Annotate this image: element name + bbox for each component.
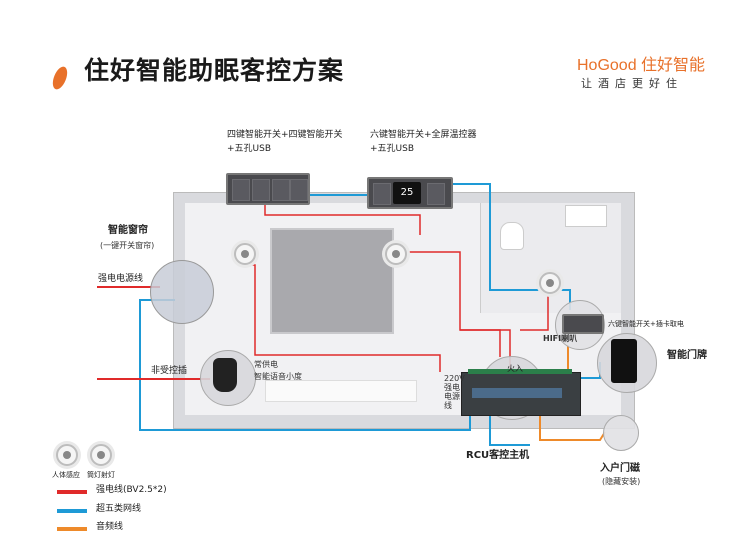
- page-title: 住好智能助眠客控方案: [84, 56, 345, 85]
- door-magnet-sublabel: (隐藏安装): [602, 477, 641, 486]
- door-magnet-label: 入户门磁: [600, 463, 640, 474]
- power-220v-label: 220V: [444, 374, 465, 383]
- speaker-label-2: 智能语音小度: [254, 372, 302, 381]
- legend-network-label: 超五类网线: [96, 504, 142, 514]
- legend-motion-sensor-icon: [56, 444, 78, 466]
- power-wire: [520, 284, 549, 331]
- switch-key: [252, 179, 270, 201]
- power-220v-label-2: 强电: [444, 383, 460, 392]
- brand-logo: HoGood 住好智能: [577, 57, 706, 74]
- legend-power-label: 强电线(BV2.5*2): [96, 485, 167, 495]
- curtain-motor-icon: [150, 260, 214, 324]
- four-key-switch-label-2: +五孔USB: [227, 144, 272, 154]
- six-key-switch-label-2: +五孔USB: [370, 144, 415, 154]
- legend-power-swatch: [57, 490, 87, 494]
- brand-leaf-icon: [52, 66, 68, 90]
- switch-key: [272, 179, 290, 201]
- downlight-icon: [385, 243, 407, 265]
- switch-key: [290, 179, 308, 201]
- six-key-switch-label: 六键智能开关+全屏温控器: [370, 130, 477, 140]
- terminal-strip: [468, 369, 572, 374]
- four-key-switch-label: 四键智能开关+四键智能开关: [227, 130, 343, 140]
- desk: [265, 380, 417, 402]
- four-key-switch-panel: [226, 173, 310, 205]
- audio-wire: [539, 414, 606, 441]
- smart-speaker-icon: [213, 358, 237, 392]
- downlight-icon: [234, 243, 256, 265]
- six-key-switch-panel: 25: [367, 177, 453, 209]
- motion-sensor-icon: [539, 272, 561, 294]
- socket-key: [427, 183, 445, 205]
- legend-network-swatch: [57, 509, 87, 513]
- rcu-label-plate: [472, 388, 562, 398]
- power-220v-label-4: 线: [444, 401, 452, 410]
- bed: [270, 228, 394, 334]
- speaker-label: 常供电: [254, 360, 278, 369]
- toilet: [500, 222, 524, 250]
- rcu-controller-icon: [461, 369, 581, 416]
- power-wire: [264, 200, 421, 235]
- doorplate-label: 智能门牌: [667, 350, 707, 361]
- brand-slogan: 让酒店更好住: [581, 77, 683, 90]
- power-220v-label-3: 电源: [444, 392, 460, 401]
- power-wire: [394, 251, 511, 372]
- legend-motion-sensor-label: 人体感应: [52, 471, 80, 479]
- legend-downlight-icon: [90, 444, 112, 466]
- legend-audio-swatch: [57, 527, 87, 531]
- curtain-subtitle: (一键开关窗帘): [100, 241, 155, 250]
- uncontrolled-socket-label: 非受控插: [151, 366, 188, 376]
- power-wire: [242, 258, 441, 372]
- switch-key: [373, 183, 391, 205]
- socket-key: [232, 179, 250, 201]
- washbasin: [565, 205, 607, 227]
- door-magnet-icon: [603, 415, 639, 451]
- card-switch-panel: [562, 314, 604, 334]
- curtain-title: 智能窗帘: [108, 225, 148, 236]
- rcu-label: RCU客控主机: [466, 450, 530, 461]
- hifi-speaker-label: HIFI喇叭: [543, 334, 578, 343]
- power-line-label: 强电电源线: [98, 274, 144, 284]
- six-key-card-label: 六键智能开关+插卡取电: [608, 320, 684, 328]
- smart-doorplate-icon: [611, 339, 637, 383]
- legend-audio-label: 音频线: [96, 522, 124, 532]
- network-wire: [489, 414, 530, 446]
- power-wire: [460, 329, 501, 357]
- live-wire-label: 火入: [507, 364, 523, 373]
- thermostat-screen: 25: [393, 182, 421, 204]
- legend-downlight-label: 筒灯射灯: [87, 471, 115, 479]
